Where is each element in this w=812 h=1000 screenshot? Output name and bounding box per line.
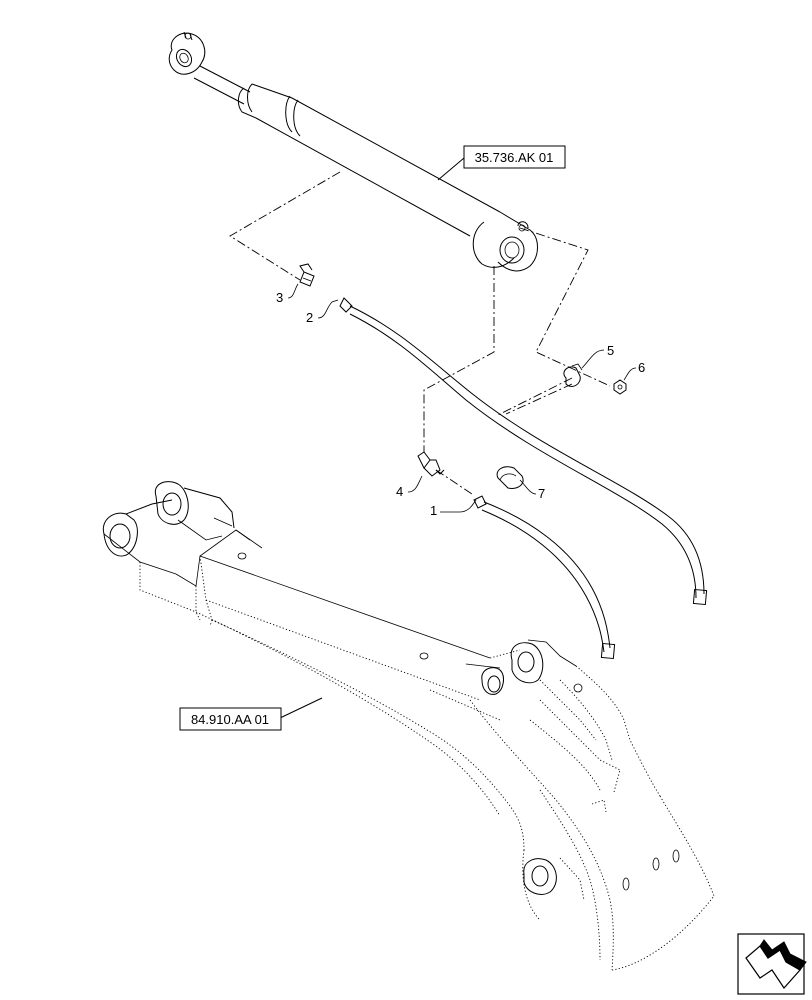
svg-text:6: 6: [638, 360, 645, 375]
callout-3: 3: [276, 283, 299, 305]
hydraulic-cylinder: [168, 31, 538, 272]
callout-2: 2: [306, 299, 339, 325]
callout-4: 4: [396, 475, 423, 499]
nut-6: [613, 379, 627, 395]
callout-5: 5: [581, 343, 614, 369]
svg-text:1: 1: [430, 503, 437, 518]
clip-7: [496, 466, 524, 489]
callout-7: 7: [519, 479, 545, 501]
reference-text-boom: 84.910.AA 01: [191, 712, 269, 727]
reference-text-cylinder: 35.736.AK 01: [475, 150, 554, 165]
callout-6: 6: [623, 360, 645, 381]
reference-label-boom[interactable]: 84.910.AA 01: [179, 707, 282, 731]
fitting-3: [299, 263, 315, 287]
elbow-fitting-4: [417, 451, 445, 477]
svg-text:7: 7: [538, 486, 545, 501]
svg-text:4: 4: [396, 484, 403, 499]
svg-text:2: 2: [306, 310, 313, 325]
callout-1: 1: [430, 499, 477, 518]
assembly-lines: [229, 171, 611, 495]
svg-text:5: 5: [607, 343, 614, 358]
boom-arm: [102, 481, 715, 971]
svg-text:3: 3: [276, 290, 283, 305]
next-page-arrow-icon[interactable]: [737, 933, 807, 995]
hose-assembly-short: [473, 495, 616, 660]
reference-label-cylinder[interactable]: 35.736.AK 01: [463, 145, 566, 169]
clamp-5: [563, 363, 583, 387]
hose-assembly-long: [339, 297, 708, 606]
